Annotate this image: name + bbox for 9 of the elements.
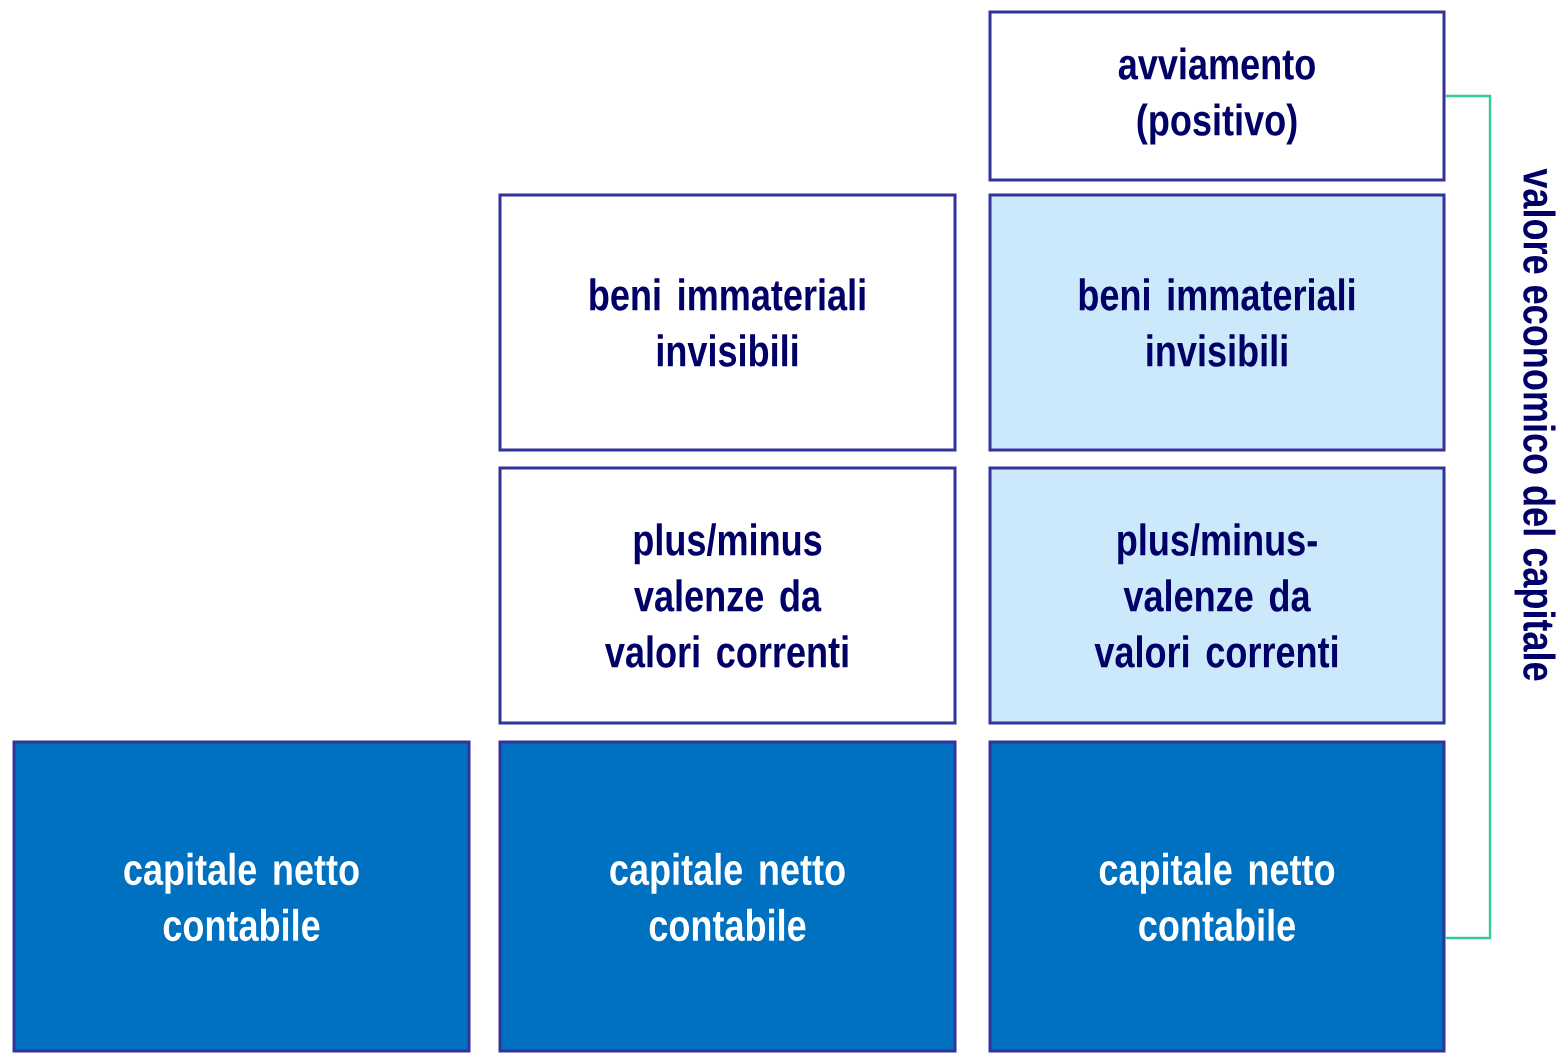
text-box: plus/minus valenze da valori correnti bbox=[498, 466, 957, 725]
shaded-box: plus/minus- valenze da valori correnti bbox=[988, 466, 1446, 725]
base-box: capitale netto contabile bbox=[988, 740, 1446, 1053]
base-box: capitale netto contabile bbox=[12, 740, 471, 1053]
base-box: capitale netto contabile bbox=[498, 740, 957, 1053]
side-label: valore economico del capitale bbox=[1514, 168, 1556, 681]
text-box: avviamento (positivo) bbox=[988, 10, 1446, 182]
text-box: beni immateriali invisibili bbox=[498, 193, 957, 452]
shaded-box: beni immateriali invisibili bbox=[988, 193, 1446, 452]
